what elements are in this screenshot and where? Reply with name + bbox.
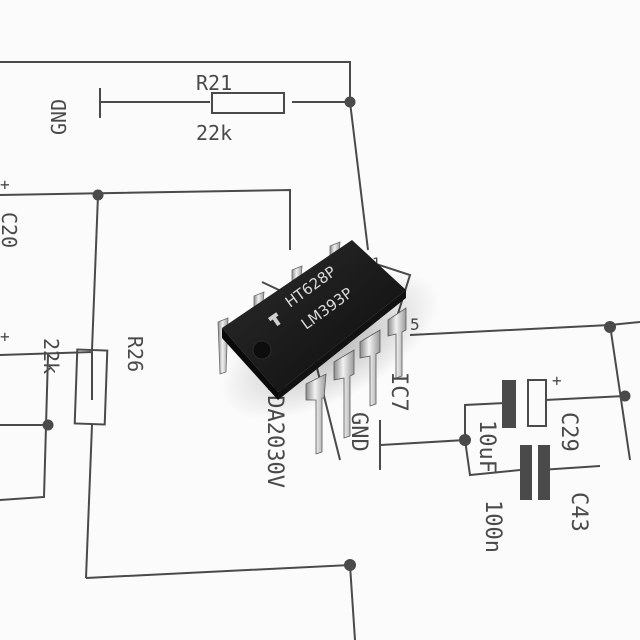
chip-front-pins: [305, 307, 407, 455]
label-r26-value: 22k: [39, 338, 63, 374]
label-r26: R26: [123, 336, 147, 372]
schematic-wires: [0, 61, 640, 640]
resistor-r26-symbol: [73, 348, 109, 426]
junction-dots: [42, 96, 631, 571]
dip8-chip: HT628P LM393P: [222, 240, 406, 400]
label-c29: C29: [556, 412, 581, 452]
resistor-r21-symbol: [211, 92, 285, 114]
capacitor-c29-symbol: [502, 379, 547, 428]
chip-pin1-notch: [252, 340, 272, 360]
label-plus-c29: +: [552, 371, 562, 390]
label-plus-top: +: [0, 175, 10, 194]
label-c29-value: 10uF: [474, 420, 499, 473]
label-ic7: IC7: [386, 372, 411, 412]
label-gnd-top: GND: [47, 99, 71, 135]
capacitor-c43-symbol: [520, 445, 550, 500]
label-c43: C43: [566, 492, 591, 532]
label-plus-left: +: [0, 327, 10, 346]
label-c43-value: 100n: [480, 500, 505, 553]
label-c20: C20: [0, 212, 21, 248]
label-r21: R21: [196, 71, 232, 95]
label-r21-value: 22k: [196, 121, 232, 145]
ti-logo-icon: [268, 312, 281, 327]
